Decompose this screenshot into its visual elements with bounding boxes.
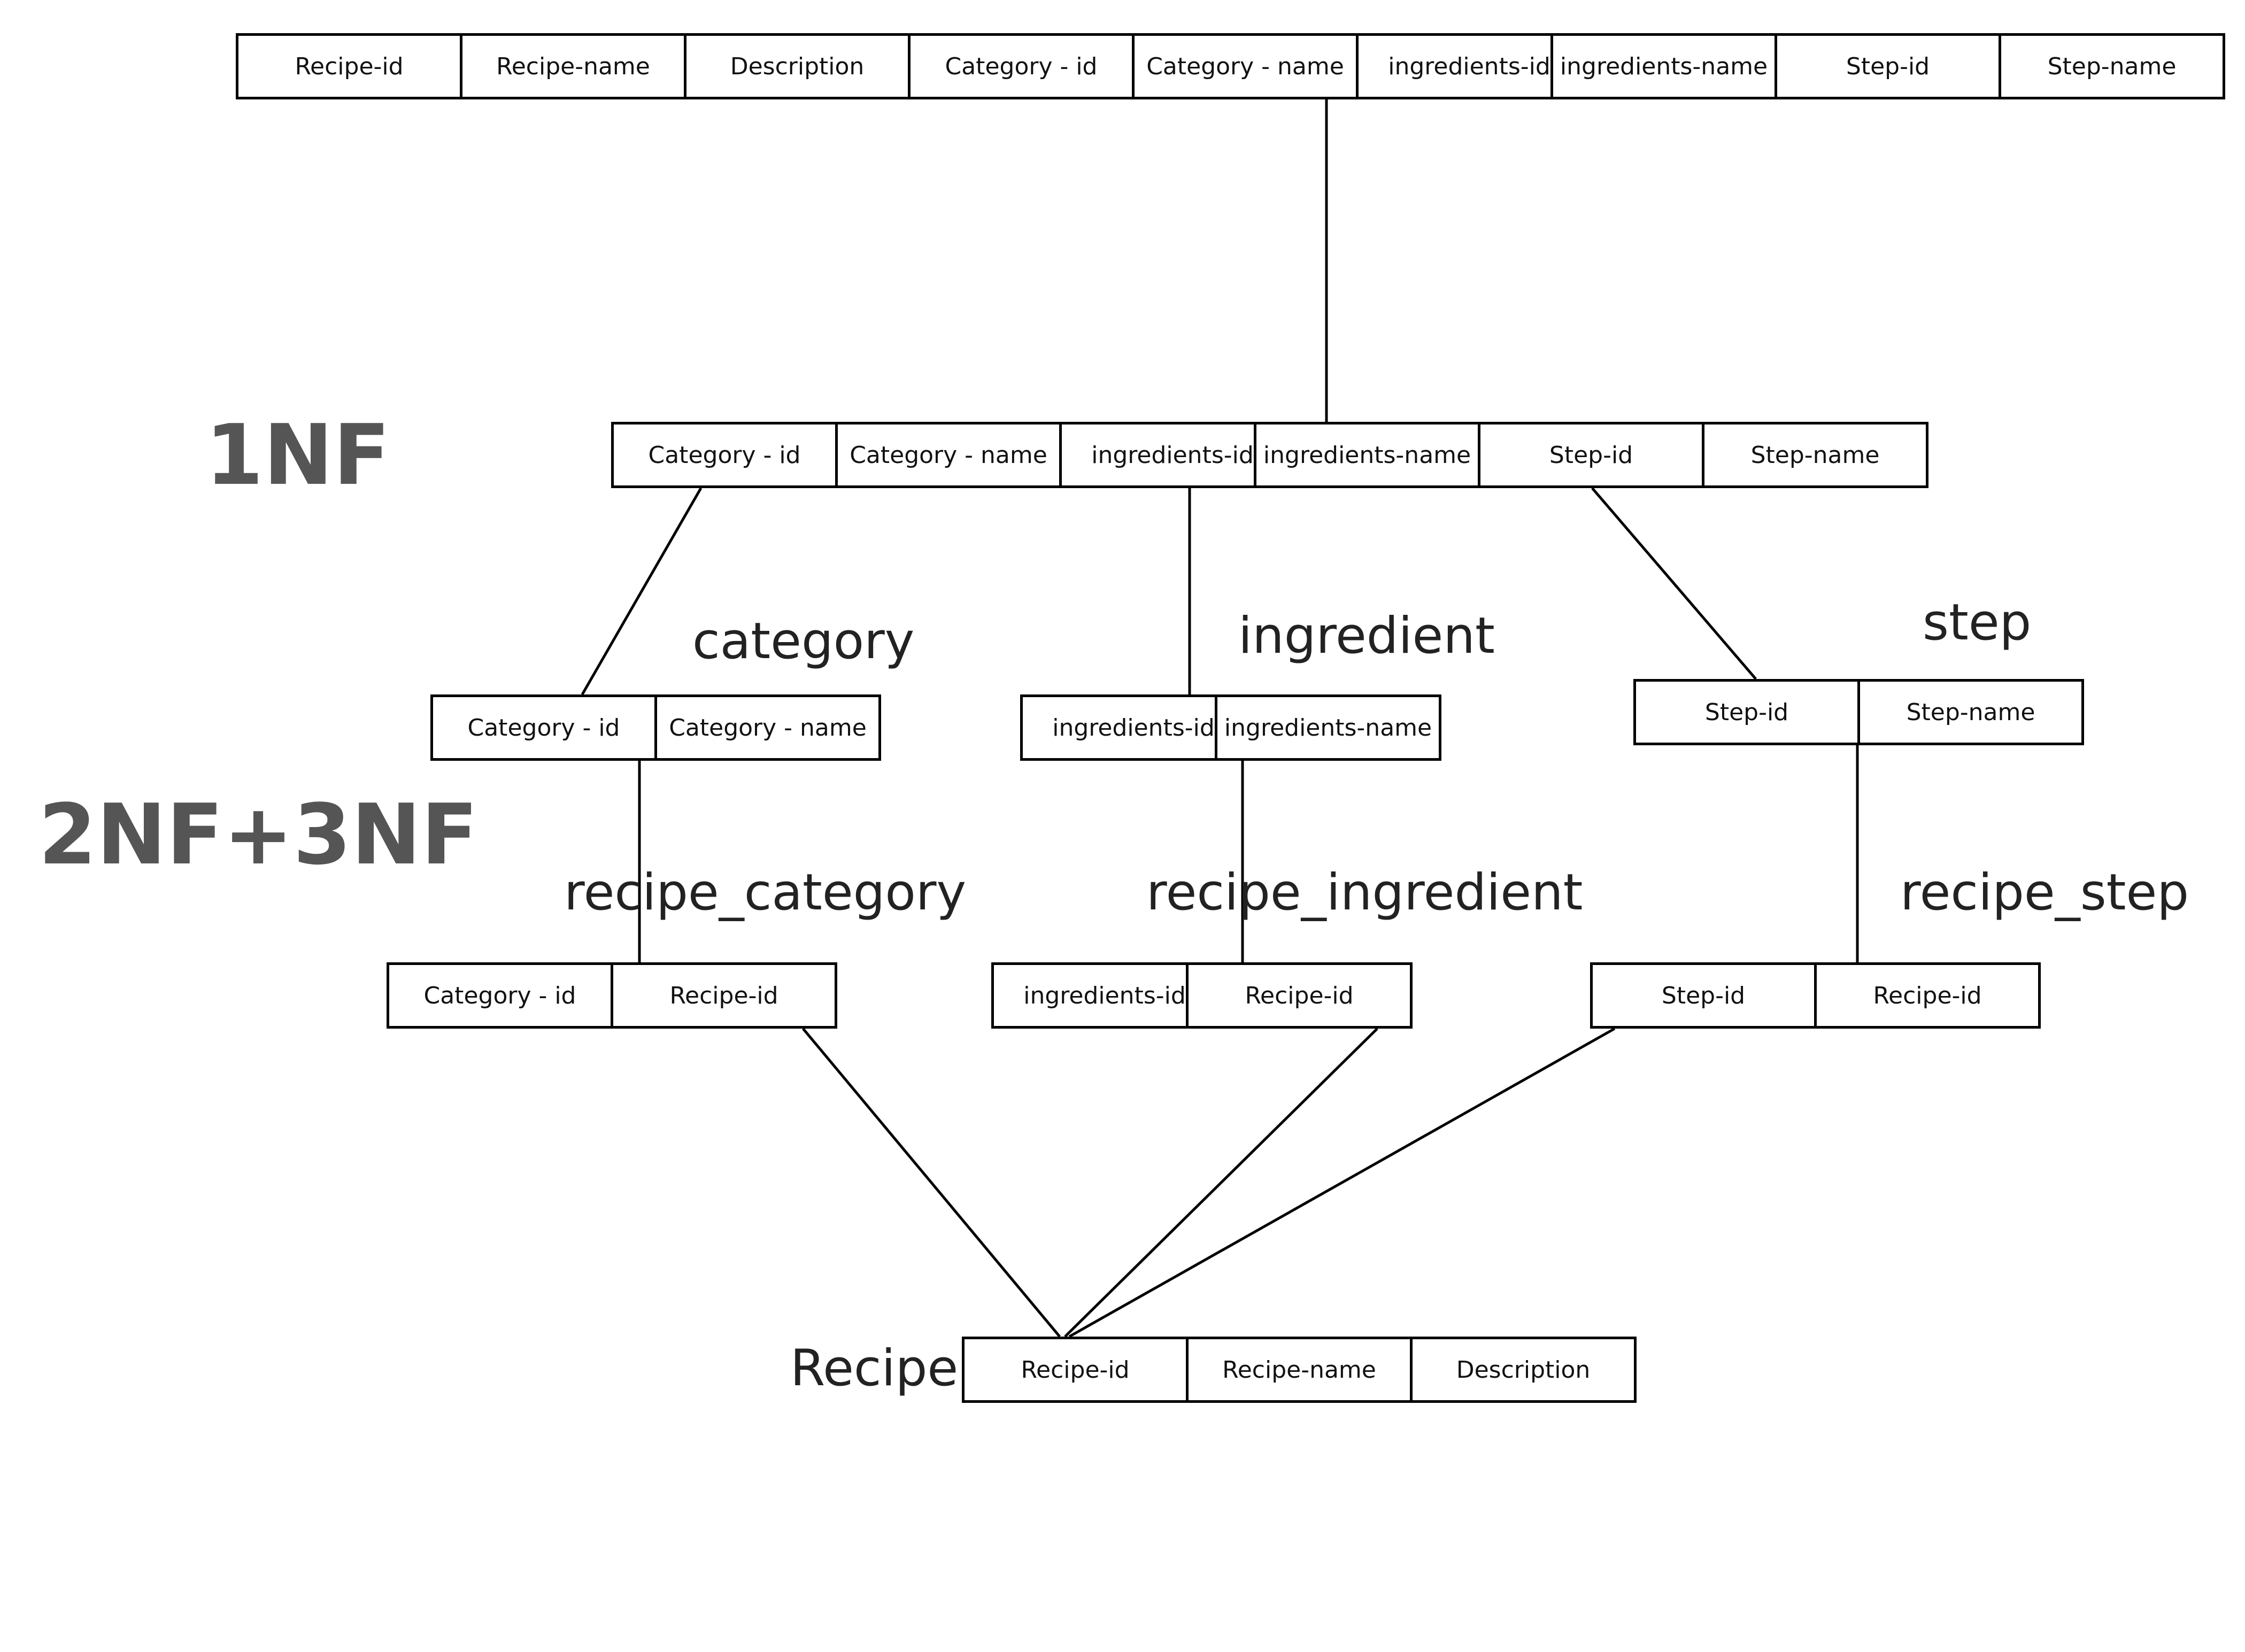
table-name-category: category xyxy=(692,612,915,670)
table-recipe-column: Recipe-name xyxy=(1186,1337,1413,1403)
table-step-column: Step-name xyxy=(1857,679,2084,745)
table-unnormalized-column: Category - id xyxy=(908,33,1135,99)
table-name-recipe-step: recipe_step xyxy=(1900,863,2189,922)
table-recipe-column: Description xyxy=(1410,1337,1637,1403)
table-first-nf-column: ingredients-id xyxy=(1059,422,1286,488)
table-ingredient-column: ingredients-id xyxy=(1020,694,1247,761)
table-first-nf-column: Step-id xyxy=(1478,422,1704,488)
connector-line xyxy=(1064,1028,1378,1338)
table-unnormalized-column: ingredients-name xyxy=(1550,33,1777,99)
table-recipe-step-column: Step-id xyxy=(1590,962,1817,1029)
table-recipe-category-column: Category - id xyxy=(387,962,613,1029)
table-first-nf-column: Category - name xyxy=(835,422,1062,488)
table-unnormalized-column: Description xyxy=(684,33,911,99)
table-name-recipe: Recipe xyxy=(790,1339,959,1398)
level-label-1nf: 1NF xyxy=(205,406,390,504)
table-name-ingredient: ingredient xyxy=(1238,607,1495,665)
table-category-column: Category - id xyxy=(430,694,657,761)
level-label-2nf-3nf: 2NF+3NF xyxy=(38,786,479,883)
table-unnormalized-column: Recipe-id xyxy=(236,33,462,99)
connector-line xyxy=(802,1028,1061,1338)
table-recipe-category-column: Recipe-id xyxy=(611,962,837,1029)
table-first-nf-column: Step-name xyxy=(1702,422,1928,488)
table-recipe-column: Recipe-id xyxy=(962,1337,1189,1403)
connector-line xyxy=(1591,487,1757,680)
table-name-step: step xyxy=(1923,593,2032,652)
table-ingredient-column: ingredients-name xyxy=(1215,694,1441,761)
table-name-recipe-ingredient: recipe_ingredient xyxy=(1146,863,1583,922)
table-recipe-step-column: Recipe-id xyxy=(1814,962,2041,1029)
table-name-recipe-category: recipe_category xyxy=(564,863,967,922)
connector-line xyxy=(581,487,703,696)
table-unnormalized-column: Step-name xyxy=(1999,33,2225,99)
table-category-column: Category - name xyxy=(654,694,881,761)
table-recipe-ingredient-column: Recipe-id xyxy=(1186,962,1413,1029)
table-unnormalized-column: Recipe-name xyxy=(460,33,686,99)
connector-line xyxy=(1068,1027,1616,1338)
table-unnormalized-column: Step-id xyxy=(1775,33,2001,99)
table-first-nf-column: ingredients-name xyxy=(1254,422,1480,488)
table-step-column: Step-id xyxy=(1633,679,1860,745)
table-unnormalized-column: ingredients-id xyxy=(1356,33,1583,99)
table-unnormalized-column: Category - name xyxy=(1132,33,1359,99)
table-first-nf-column: Category - id xyxy=(611,422,838,488)
table-recipe-ingredient-column: ingredients-id xyxy=(991,962,1218,1029)
